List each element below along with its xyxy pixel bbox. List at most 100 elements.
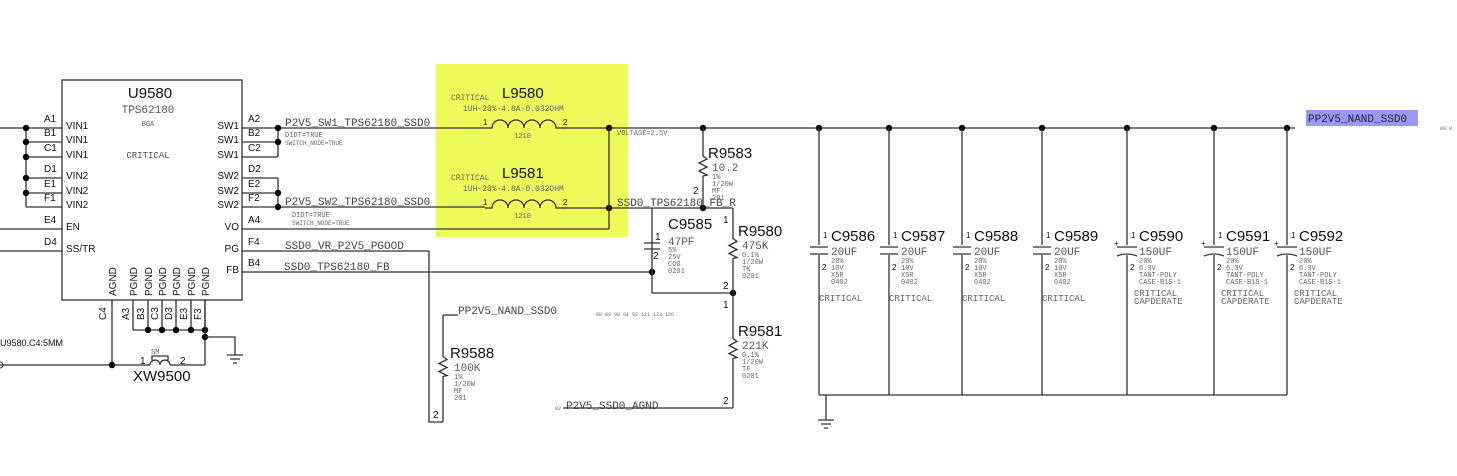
pin-number: 1 <box>966 231 971 240</box>
xw9500-type: SM <box>151 349 159 357</box>
cap-attr2: CAPDERATE <box>1134 297 1183 307</box>
pin-name: SW1 <box>217 150 239 161</box>
pin-number: A1 <box>44 114 57 125</box>
c9585-volt: 25V <box>668 254 681 262</box>
resistor-pkg: 0201 <box>742 373 759 381</box>
cap-value: 20UF <box>1054 247 1080 259</box>
pin-number: 1 <box>655 232 661 243</box>
c9585-pkg: 0201 <box>668 268 685 276</box>
inductor-ref: L9580 <box>502 85 544 102</box>
cap-gap <box>1205 245 1223 255</box>
cap-spec: CASE-B1S-1 <box>1226 279 1268 287</box>
inductor-attr: CRITICAL <box>451 94 490 103</box>
net-rail-local[interactable]: PP2V5_NAND_SSD0 <box>458 306 557 318</box>
pin-number: C2 <box>248 143 261 154</box>
pin-number: 1 <box>483 198 488 207</box>
capacitor-icon <box>1116 246 1138 257</box>
cap-value: 20UF <box>974 247 1000 259</box>
resistor-type: TK <box>742 266 751 274</box>
net-fb[interactable]: SSD0_TPS62180_FB <box>284 262 390 274</box>
net-pgood[interactable]: SSD0_VR_P2V5_PGOOD <box>285 241 404 253</box>
cap-ref: C9589 <box>1054 228 1098 245</box>
net-agnd[interactable]: P2V5_SSD0_AGND <box>566 401 659 413</box>
capacitor-c9592[interactable]: +12C9592150UF20%6.3VTANT-POLYCASE-B1S-1C… <box>1274 228 1343 307</box>
offpage-connector <box>0 361 4 369</box>
cap-ref: C9591 <box>1226 228 1270 245</box>
resistor-tol: 1% <box>454 374 463 382</box>
resistor-value: 221K <box>742 341 769 353</box>
u9580-component[interactable]: U9580 TPS62180 BGA CRITICAL A1VIN1B1VIN1… <box>44 79 261 320</box>
net-sw1[interactable]: P2V5_SW1_TPS62180_SSD0 <box>285 118 430 130</box>
polarity-plus-icon: + <box>1201 239 1206 248</box>
resistor-value: 10.2 <box>712 163 738 175</box>
resistor-tol: 0.1% <box>742 252 760 260</box>
junction-dot <box>22 138 30 146</box>
cap-spec: TANT-POLY <box>1299 272 1338 280</box>
pgood-wire <box>242 250 443 423</box>
capacitor-c9591[interactable]: +12C9591150UF20%6.3VTANT-POLYCASE-B1S-1C… <box>1201 228 1270 307</box>
resistor-pkg: 201 <box>712 195 725 203</box>
u9580-note: U9580.C4:5MM <box>0 338 63 348</box>
pin-name: PGND <box>172 267 183 296</box>
wires <box>0 124 1295 429</box>
resistor-tol: 1% <box>712 174 721 182</box>
capacitor-icon <box>1203 246 1225 257</box>
pin-name: EN <box>66 222 80 233</box>
pin-number: D1 <box>44 164 57 175</box>
inductor-value: 1UH-20%-4.8A-0.032OHM <box>463 105 564 114</box>
inductor-pkg: 1210 <box>514 133 531 141</box>
page-ref-agnd: 92 <box>555 406 561 412</box>
cap-gap <box>810 245 828 255</box>
cap-ref: C9586 <box>831 228 875 245</box>
net-rail-offpage[interactable]: PP2V5_NAND_SSD0 <box>1308 114 1407 126</box>
pin-number: 1 <box>1131 231 1136 240</box>
u9580-attr: CRITICAL <box>126 151 169 161</box>
cap-value: 20UF <box>831 247 857 259</box>
pin-number: B4 <box>248 258 261 269</box>
pin-number: 1 <box>723 215 729 226</box>
resistor-type: TF <box>742 366 750 374</box>
pin-number: 2 <box>1045 263 1050 272</box>
junction-dot <box>172 326 180 334</box>
cap-ref: C9587 <box>901 228 945 245</box>
ground-icon <box>818 419 834 429</box>
cap-attr: CRITICAL <box>819 294 862 304</box>
junction-dot <box>274 124 282 132</box>
pin-name: PGND <box>129 267 140 296</box>
pin-number: 1 <box>723 300 729 311</box>
page-ref-rail: 88 8 <box>1440 126 1452 132</box>
wire <box>205 336 236 355</box>
pin-number: B1 <box>44 128 57 139</box>
resistor-ref: R9588 <box>450 345 494 362</box>
net-fb-r[interactable]: SSD0_TPS62180_FB_R <box>617 198 736 210</box>
pin-name: PG <box>225 244 240 255</box>
pin-number: 1 <box>893 231 898 240</box>
net-sw2[interactable]: P2V5_SW2_TPS62180_SSD0 <box>285 197 430 209</box>
capacitor-c9590[interactable]: +12C9590150UF20%6.3VTANT-POLYCASE-B1S-1C… <box>1114 228 1183 307</box>
pin-name: VIN2 <box>66 200 89 211</box>
pin-number: 2 <box>965 263 970 272</box>
inductor-coil-icon <box>485 119 564 129</box>
inductor-coil-icon <box>485 199 564 209</box>
inductor-ref: L9581 <box>502 165 544 182</box>
cap-attr2: CAPDERATE <box>1294 297 1343 307</box>
resistor-pwr: 1/20W <box>742 259 764 267</box>
capacitor-icon <box>880 246 898 255</box>
cap-spec: TANT-POLY <box>1139 272 1178 280</box>
cap-gap <box>880 245 898 255</box>
c9585-ref: C9585 <box>668 216 712 233</box>
resistor-pwr: 1/20W <box>454 381 476 389</box>
